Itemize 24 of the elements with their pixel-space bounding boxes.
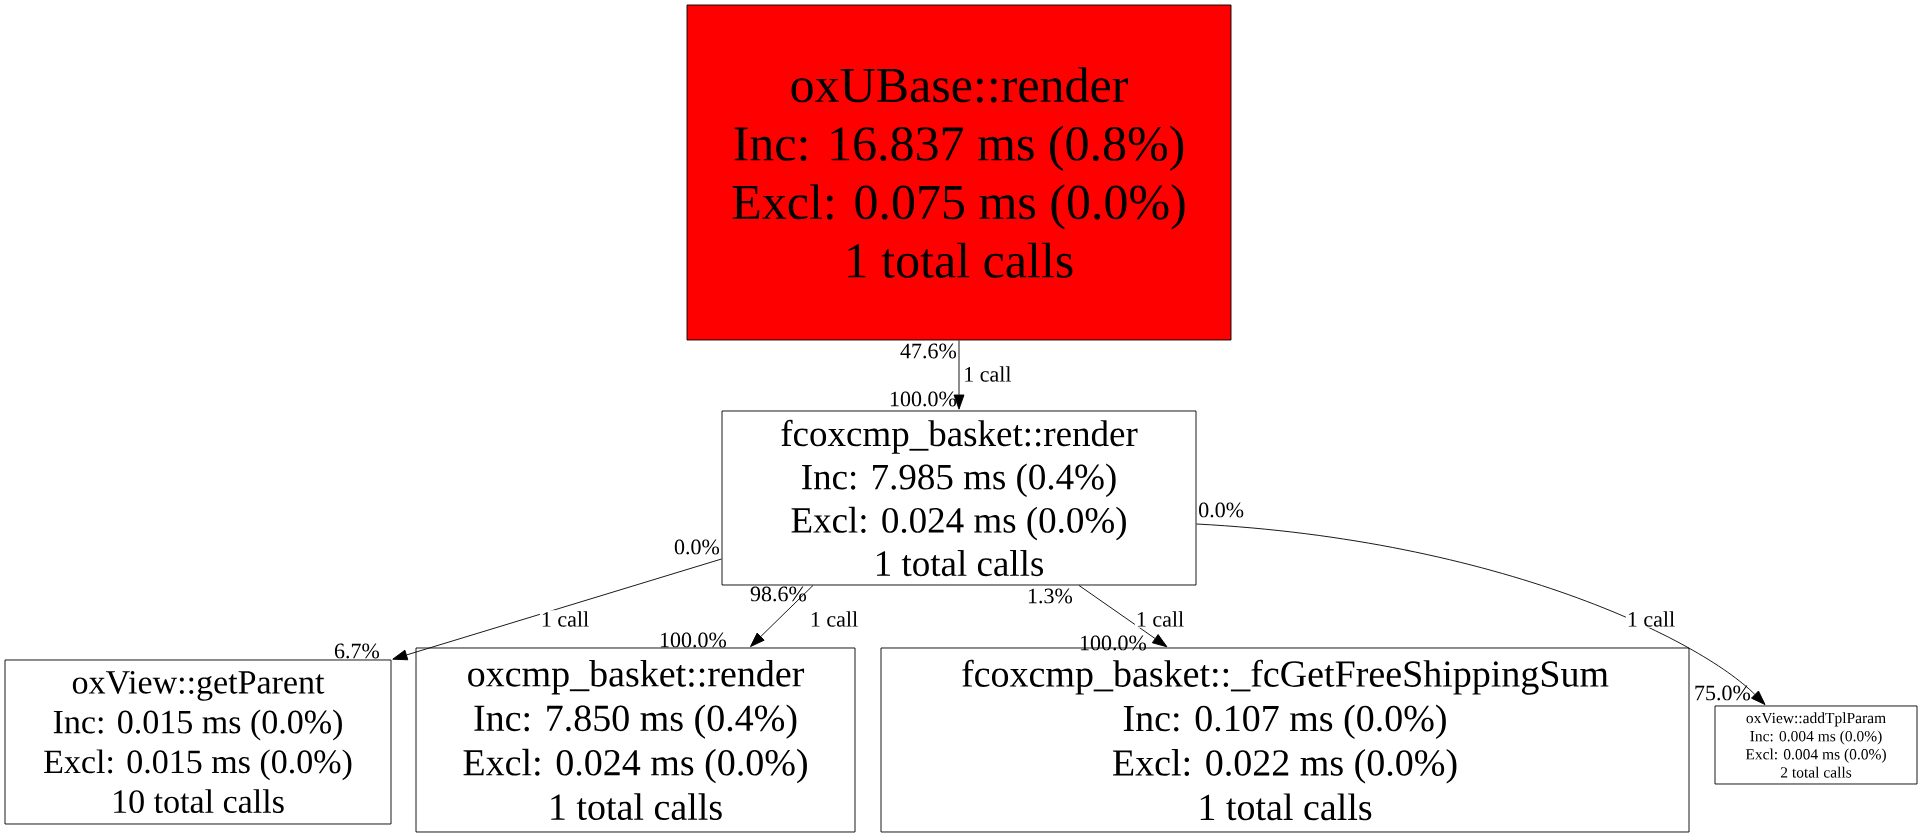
arrow	[953, 340, 965, 410]
function-box: fcoxcmp_basket::render Inc: 7.985 ms (0.4%) Excl: 0.024 ms (0.0%) 1 total calls	[721, 410, 1197, 586]
edge-label: 1 call	[539, 610, 591, 628]
percentage-label: 100.0%	[660, 632, 727, 648]
edge-label: 1 call	[1134, 610, 1186, 628]
percentage-label: 75.0%	[1695, 685, 1751, 701]
percentage-label: 6.7%	[334, 643, 380, 659]
percentage-label: 0.0%	[674, 539, 720, 555]
function-box: oxcmp_basket::render Inc: 7.850 ms (0.4%) Excl: 0.024 ms (0.0%) 1 total calls	[415, 647, 856, 833]
function-box: oxView::addTplParam Inc: 0.004 ms (0.0%) Excl: 0.004 ms (0.0%) 2 total calls	[1714, 705, 1918, 785]
percentage-label: 98.6%	[750, 586, 807, 602]
arrow	[1196, 523, 1766, 706]
arrow	[750, 585, 814, 648]
edge-label: 1 call	[962, 365, 1013, 383]
percentage-label: 47.6%	[900, 343, 957, 359]
function-box: oxUBase::render Inc: 16.837 ms (0.8%) Excl: 0.075 ms (0.0%) 1 total calls	[686, 4, 1232, 341]
arrow	[392, 558, 722, 661]
percentage-label: 100.0%	[890, 391, 957, 407]
percentage-label: 1.3%	[1028, 588, 1073, 604]
function-box: oxView::getParent Inc: 0.015 ms (0.0%) Excl: 0.015 ms (0.0%) 10 total calls	[4, 659, 392, 825]
edge-label: 1 call	[808, 610, 860, 628]
arrow	[1078, 585, 1168, 648]
percentage-label: 0.0%	[1199, 502, 1244, 518]
edge-label: 1 call	[1625, 610, 1677, 628]
